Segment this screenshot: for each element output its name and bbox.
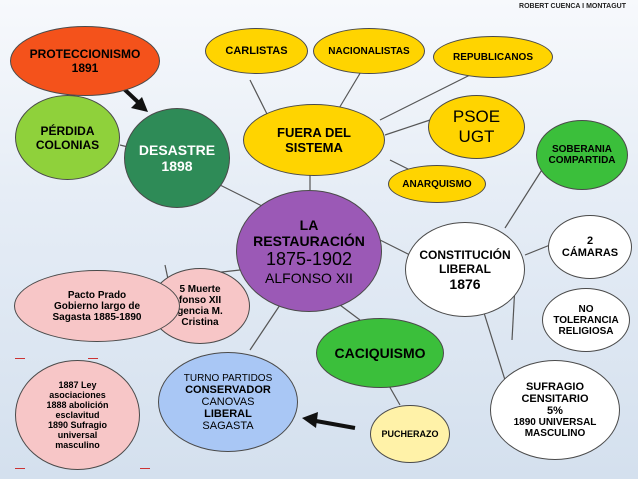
node-perdida-line1: PÉRDIDA [40,123,95,138]
node-pacto-line2: Gobierno largo de [53,300,141,312]
node-tolerancia-line3: RELIGIOSA [558,325,614,337]
node-sufragio: SUFRAGIO CENSITARIO 5% 1890 UNIVERSAL MA… [490,360,620,460]
node-ley-line6: universal [57,430,98,440]
node-restauracion-line4: ALFONSO XII [265,269,353,286]
node-desastre: DESASTRE 1898 [124,108,230,208]
node-carlistas: CARLISTAS [205,28,308,74]
divider-mark [140,468,150,469]
node-pucherazo: PUCHERAZO [370,405,450,463]
node-soberania: SOBERANIA COMPARTIDA [536,120,628,190]
node-anarquismo-label: ANARQUISMO [402,178,472,190]
author-credit: ROBERT CUENCA I MONTAGUT [519,3,626,10]
node-ley-line5: 1890 Sufragio [47,420,108,430]
divider-mark [88,358,98,359]
node-proteccionismo-line2: 1891 [71,61,99,75]
node-camaras-line1: 2 [586,235,594,247]
node-restauracion-line3: 1875-1902 [265,248,353,269]
node-nacionalistas-label: NACIONALISTAS [328,45,410,57]
node-sufragio-line4: 1890 UNIVERSAL [513,417,597,428]
node-ley-line3: 1888 abolición [46,400,109,410]
node-constitucion-line1: CONSTITUCIÓN [419,247,511,262]
node-turno-line2: CONSERVADOR [185,383,271,396]
divider-mark [15,358,25,359]
node-tolerancia-line2: TOLERANCIA [553,314,619,326]
node-restauracion: LA RESTAURACIÓN 1875-1902 ALFONSO XII [236,190,382,312]
node-camaras: 2 CÁMARAS [548,215,632,279]
node-perdida-line2: COLONIAS [35,137,100,152]
node-turno-line1: TURNO PARTIDOS [183,372,273,384]
node-carlistas-label: CARLISTAS [225,45,288,57]
node-constitucion-line3: 1876 [449,275,481,292]
node-constitucion-line2: LIBERAL [439,261,491,276]
node-pacto-line3: Sagasta 1885-1890 [52,311,142,323]
node-proteccionismo-line1: PROTECCIONISMO [29,47,141,61]
node-tolerancia: NO TOLERANCIA RELIGIOSA [542,288,630,352]
node-turno-line3: CANOVAS [201,395,255,408]
node-turno-partidos: TURNO PARTIDOS CONSERVADOR CANOVAS LIBER… [158,352,298,452]
node-turno-line4: LIBERAL [204,407,252,420]
node-ley-line4: esclavitud [55,410,100,420]
divider-mark [15,468,25,469]
node-sufragio-line5: MASCULINO [524,428,586,439]
node-muerte-line3: gencia M. [177,306,223,317]
node-ley-1887: 1887 Ley asociaciones 1888 abolición esc… [15,360,140,470]
node-fuera-line2: SISTEMA [285,140,343,155]
node-caciquismo-label: CACIQUISMO [334,345,426,361]
node-ley-line7: masculino [55,440,100,450]
node-caciquismo: CACIQUISMO [316,318,444,388]
node-sufragio-line1: SUFRAGIO [525,381,585,393]
node-muerte-line1: 5 Muerte [179,284,221,295]
node-fuera-line1: FUERA DEL [277,125,351,140]
node-restauracion-line2: RESTAURACIÓN [253,232,365,249]
node-ley-line2: asociaciones [49,390,106,400]
node-tolerancia-line1: NO [578,303,594,315]
node-pucherazo-label: PUCHERAZO [381,429,439,439]
node-ley-line1: 1887 Ley [58,380,97,390]
node-sufragio-line3: 5% [547,405,563,417]
node-soberania-line2: COMPARTIDA [548,155,616,166]
node-muerte-line2: fonso XII [178,295,222,306]
node-muerte: 5 Muerte fonso XII gencia M. Cristina [150,268,250,344]
node-soberania-line1: SOBERANIA [551,144,612,155]
node-psoe-ugt: PSOE UGT [428,95,525,159]
node-republicanos-label: REPUBLICANOS [452,51,533,63]
node-pacto-line1: Pacto Prado [67,289,127,301]
node-republicanos: REPUBLICANOS [433,36,553,78]
node-perdida-colonias: PÉRDIDA COLONIAS [15,95,120,180]
node-restauracion-line1: LA [299,216,319,233]
node-sufragio-line2: CENSITARIO [521,393,589,405]
node-camaras-line2: CÁMARAS [561,247,619,259]
node-desastre-line1: DESASTRE [138,142,216,158]
node-nacionalistas: NACIONALISTAS [313,28,425,74]
node-constitucion: CONSTITUCIÓN LIBERAL 1876 [405,222,525,317]
node-psoe-line1: PSOE [452,107,501,126]
node-proteccionismo: PROTECCIONISMO 1891 [10,26,160,96]
node-anarquismo: ANARQUISMO [388,165,486,203]
node-pacto-prado: Pacto Prado Gobierno largo de Sagasta 18… [14,270,180,342]
node-turno-line5: SAGASTA [202,419,254,432]
node-psoe-line2: UGT [458,127,495,146]
node-fuera-sistema: FUERA DEL SISTEMA [243,104,385,176]
node-desastre-line2: 1898 [161,158,193,174]
node-muerte-line4: Cristina [181,317,219,328]
